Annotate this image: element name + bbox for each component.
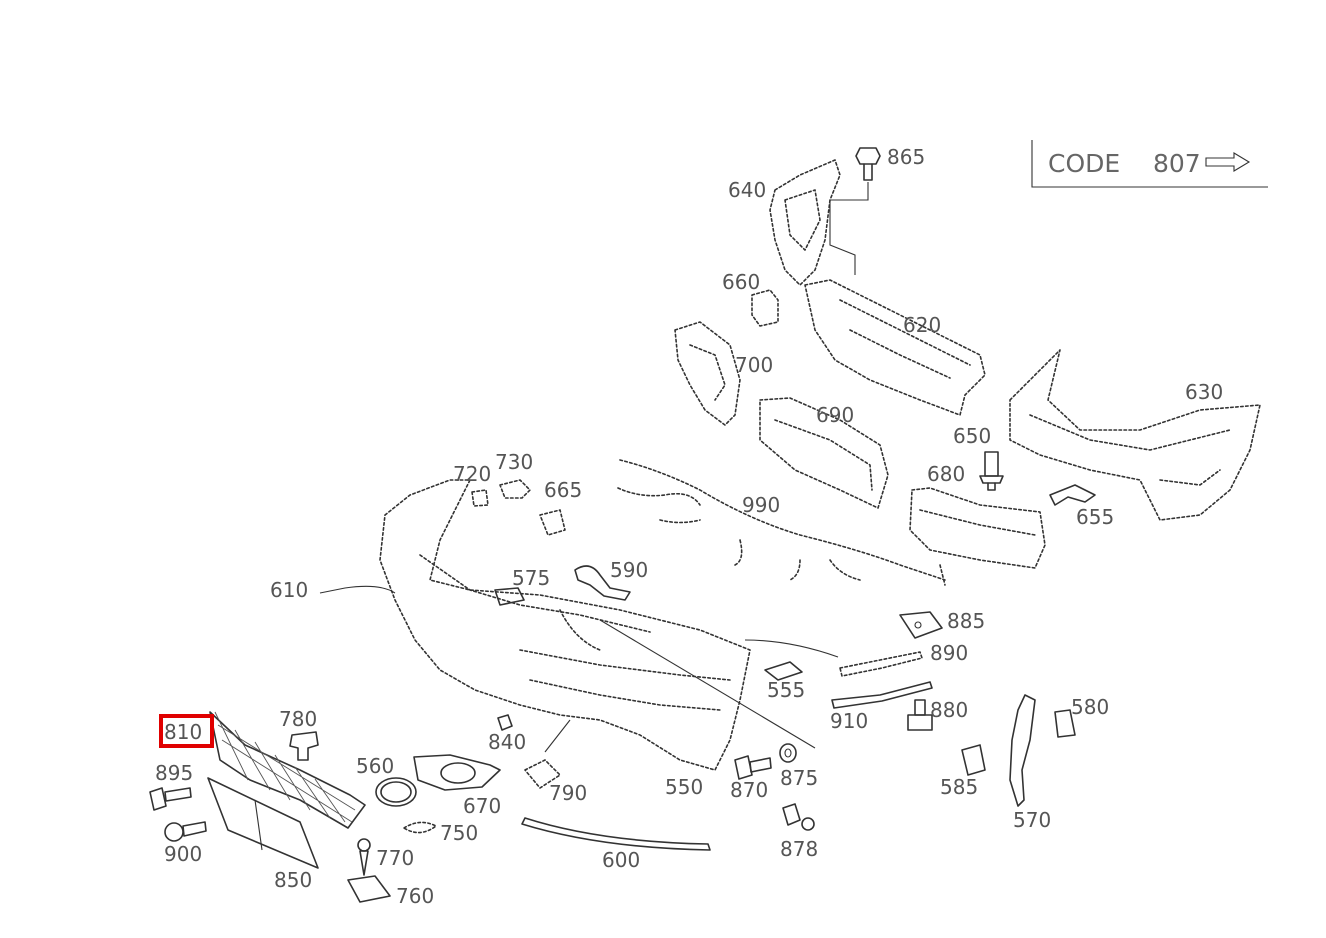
callout-895[interactable]: 895 bbox=[155, 761, 193, 785]
callout-555[interactable]: 555 bbox=[767, 678, 805, 702]
part-560-ring bbox=[375, 777, 417, 807]
part-900-screw bbox=[164, 821, 207, 842]
callout-810[interactable]: 810 bbox=[164, 720, 202, 744]
callout-875[interactable]: 875 bbox=[780, 766, 818, 790]
callout-680[interactable]: 680 bbox=[927, 462, 965, 486]
callout-730[interactable]: 730 bbox=[495, 450, 533, 474]
part-865-bolt bbox=[855, 147, 881, 181]
callout-655[interactable]: 655 bbox=[1076, 505, 1114, 529]
callout-550[interactable]: 550 bbox=[665, 775, 703, 799]
code-label: CODE bbox=[1048, 149, 1120, 178]
code-box: CODE 807 bbox=[1031, 140, 1268, 188]
callout-580[interactable]: 580 bbox=[1071, 695, 1109, 719]
part-770-screw bbox=[357, 838, 371, 876]
leader-790 bbox=[544, 719, 571, 753]
callout-700[interactable]: 700 bbox=[735, 353, 773, 377]
callout-840[interactable]: 840 bbox=[488, 730, 526, 754]
callout-640[interactable]: 640 bbox=[728, 178, 766, 202]
callout-790[interactable]: 790 bbox=[549, 781, 587, 805]
part-585-clip bbox=[961, 744, 986, 776]
arrow-right-icon bbox=[1205, 152, 1251, 172]
part-880-rivet bbox=[907, 699, 933, 731]
part-580-clip bbox=[1054, 709, 1076, 738]
callout-660[interactable]: 660 bbox=[722, 270, 760, 294]
callout-850[interactable]: 850 bbox=[274, 868, 312, 892]
part-640-bracket bbox=[769, 159, 841, 286]
part-680-block bbox=[909, 487, 1046, 569]
callout-585[interactable]: 585 bbox=[940, 775, 978, 799]
part-720-clip bbox=[471, 489, 489, 507]
part-650-pin bbox=[979, 451, 1004, 491]
callout-865[interactable]: 865 bbox=[887, 145, 925, 169]
part-890-rail bbox=[839, 651, 923, 677]
part-760-nut bbox=[347, 875, 391, 903]
part-590-bracket bbox=[574, 565, 631, 601]
part-620-carrier bbox=[804, 279, 986, 416]
callout-600[interactable]: 600 bbox=[602, 848, 640, 872]
part-665-clip bbox=[539, 509, 566, 536]
callout-610[interactable]: 610 bbox=[270, 578, 308, 602]
callout-labels: 865 640 660 620 700 690 650 630 680 655 … bbox=[155, 145, 1223, 908]
callout-880[interactable]: 880 bbox=[930, 698, 968, 722]
callout-885[interactable]: 885 bbox=[947, 609, 985, 633]
part-730-clip bbox=[499, 479, 531, 499]
callout-560[interactable]: 560 bbox=[356, 754, 394, 778]
part-570-bracket bbox=[1009, 694, 1036, 807]
callout-590[interactable]: 590 bbox=[610, 558, 648, 582]
code-value: 807 bbox=[1153, 149, 1201, 178]
callout-780[interactable]: 780 bbox=[279, 707, 317, 731]
leader-610 bbox=[319, 585, 396, 594]
callout-575[interactable]: 575 bbox=[512, 566, 550, 590]
part-690-frame bbox=[759, 397, 889, 509]
callout-665[interactable]: 665 bbox=[544, 478, 582, 502]
callout-650[interactable]: 650 bbox=[953, 424, 991, 448]
callout-870[interactable]: 870 bbox=[730, 778, 768, 802]
part-780-clip bbox=[289, 731, 319, 761]
callout-630[interactable]: 630 bbox=[1185, 380, 1223, 404]
callout-770[interactable]: 770 bbox=[376, 846, 414, 870]
part-655-bracket bbox=[1049, 484, 1096, 506]
part-878-rivet bbox=[782, 803, 815, 831]
callout-910[interactable]: 910 bbox=[830, 709, 868, 733]
part-810-grille bbox=[209, 711, 366, 829]
leader-550 bbox=[599, 619, 816, 749]
leader-885 bbox=[744, 639, 839, 658]
part-840-nut bbox=[497, 714, 513, 731]
callout-760[interactable]: 760 bbox=[396, 884, 434, 908]
part-660-clip bbox=[751, 289, 779, 327]
callout-620[interactable]: 620 bbox=[903, 313, 941, 337]
part-910-strip bbox=[831, 681, 933, 709]
part-990-harness bbox=[617, 459, 946, 586]
callout-890[interactable]: 890 bbox=[930, 641, 968, 665]
leader-865 bbox=[829, 182, 869, 275]
part-850-plate bbox=[207, 777, 319, 869]
part-895-screw bbox=[149, 787, 192, 811]
callout-990[interactable]: 990 bbox=[742, 493, 780, 517]
part-875-washer bbox=[779, 743, 797, 763]
part-750-clip bbox=[403, 821, 437, 834]
callout-670[interactable]: 670 bbox=[463, 794, 501, 818]
part-885-nut bbox=[899, 611, 943, 639]
part-555-bracket bbox=[764, 661, 803, 681]
callout-750[interactable]: 750 bbox=[440, 821, 478, 845]
callout-720[interactable]: 720 bbox=[453, 462, 491, 486]
highlight-box-810 bbox=[159, 714, 214, 748]
part-600-strip bbox=[521, 817, 711, 851]
part-610-bumper-cover bbox=[379, 479, 751, 771]
part-870-bolt bbox=[734, 755, 772, 780]
callout-570[interactable]: 570 bbox=[1013, 808, 1051, 832]
part-670-cover bbox=[413, 754, 501, 791]
part-700-bracket bbox=[674, 321, 741, 426]
callout-878[interactable]: 878 bbox=[780, 837, 818, 861]
callout-690[interactable]: 690 bbox=[816, 403, 854, 427]
part-575-clip bbox=[494, 587, 525, 606]
part-790-grid bbox=[524, 759, 561, 789]
part-630-absorber bbox=[1009, 349, 1261, 521]
callout-900[interactable]: 900 bbox=[164, 842, 202, 866]
